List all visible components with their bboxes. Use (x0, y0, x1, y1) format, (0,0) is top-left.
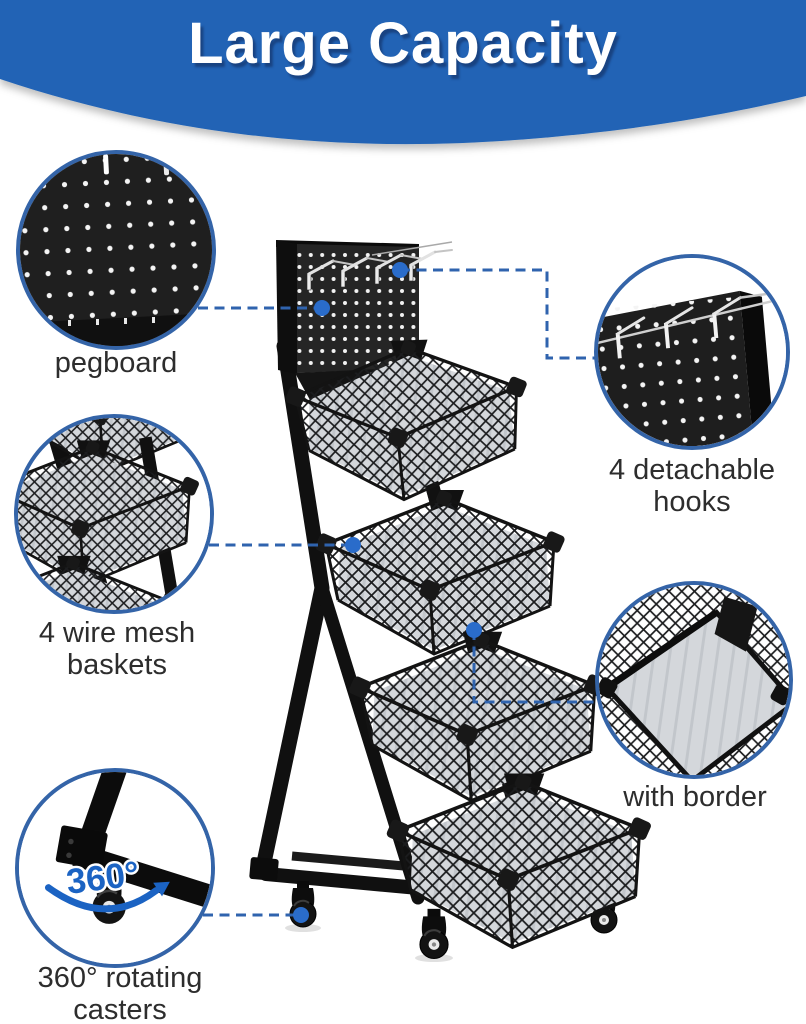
connector-dots (293, 262, 482, 923)
border-closeup-icon (599, 585, 789, 775)
border-label: with border (623, 781, 767, 813)
pegboard-label: pegboard (54, 347, 178, 379)
border-closeup-circle (595, 581, 793, 779)
caster-wheel-front (418, 907, 450, 960)
banner-wave (0, 0, 806, 145)
rotation-arrow-icon (44, 884, 160, 913)
endpoint-dot-border (466, 622, 482, 638)
endpoint-dot-hooks (392, 262, 408, 278)
baskets-closeup-circle (14, 414, 214, 614)
pegboard-closeup-icon (20, 154, 212, 346)
basket-tier-2 (312, 487, 568, 656)
pegboard-closeup-circle (16, 150, 216, 350)
callout-connectors (198, 268, 598, 917)
endpoint-dot-pegboard (314, 300, 330, 316)
casters-label: 360° rotating casters (37, 962, 203, 1024)
hooks-closeup-icon (598, 258, 786, 446)
peg-hooks (306, 241, 453, 291)
product-rack (249, 240, 655, 962)
banner-background (0, 0, 806, 145)
page-title: Large Capacity (188, 11, 618, 76)
endpoint-dot-baskets (345, 537, 361, 553)
connector-border (472, 630, 598, 704)
baskets-label: 4 wire mesh baskets (38, 617, 196, 681)
connector-hooks (400, 268, 597, 360)
baskets-closeup-icon (18, 418, 210, 610)
casters-closeup-icon: 360° (19, 772, 211, 964)
hooks-label: 4 detachable hooks (608, 454, 776, 518)
base-left-foot (249, 857, 279, 881)
hooks-closeup-circle (594, 254, 790, 450)
casters-closeup-circle: 360° (15, 768, 215, 968)
endpoint-dot-casters (293, 907, 309, 923)
